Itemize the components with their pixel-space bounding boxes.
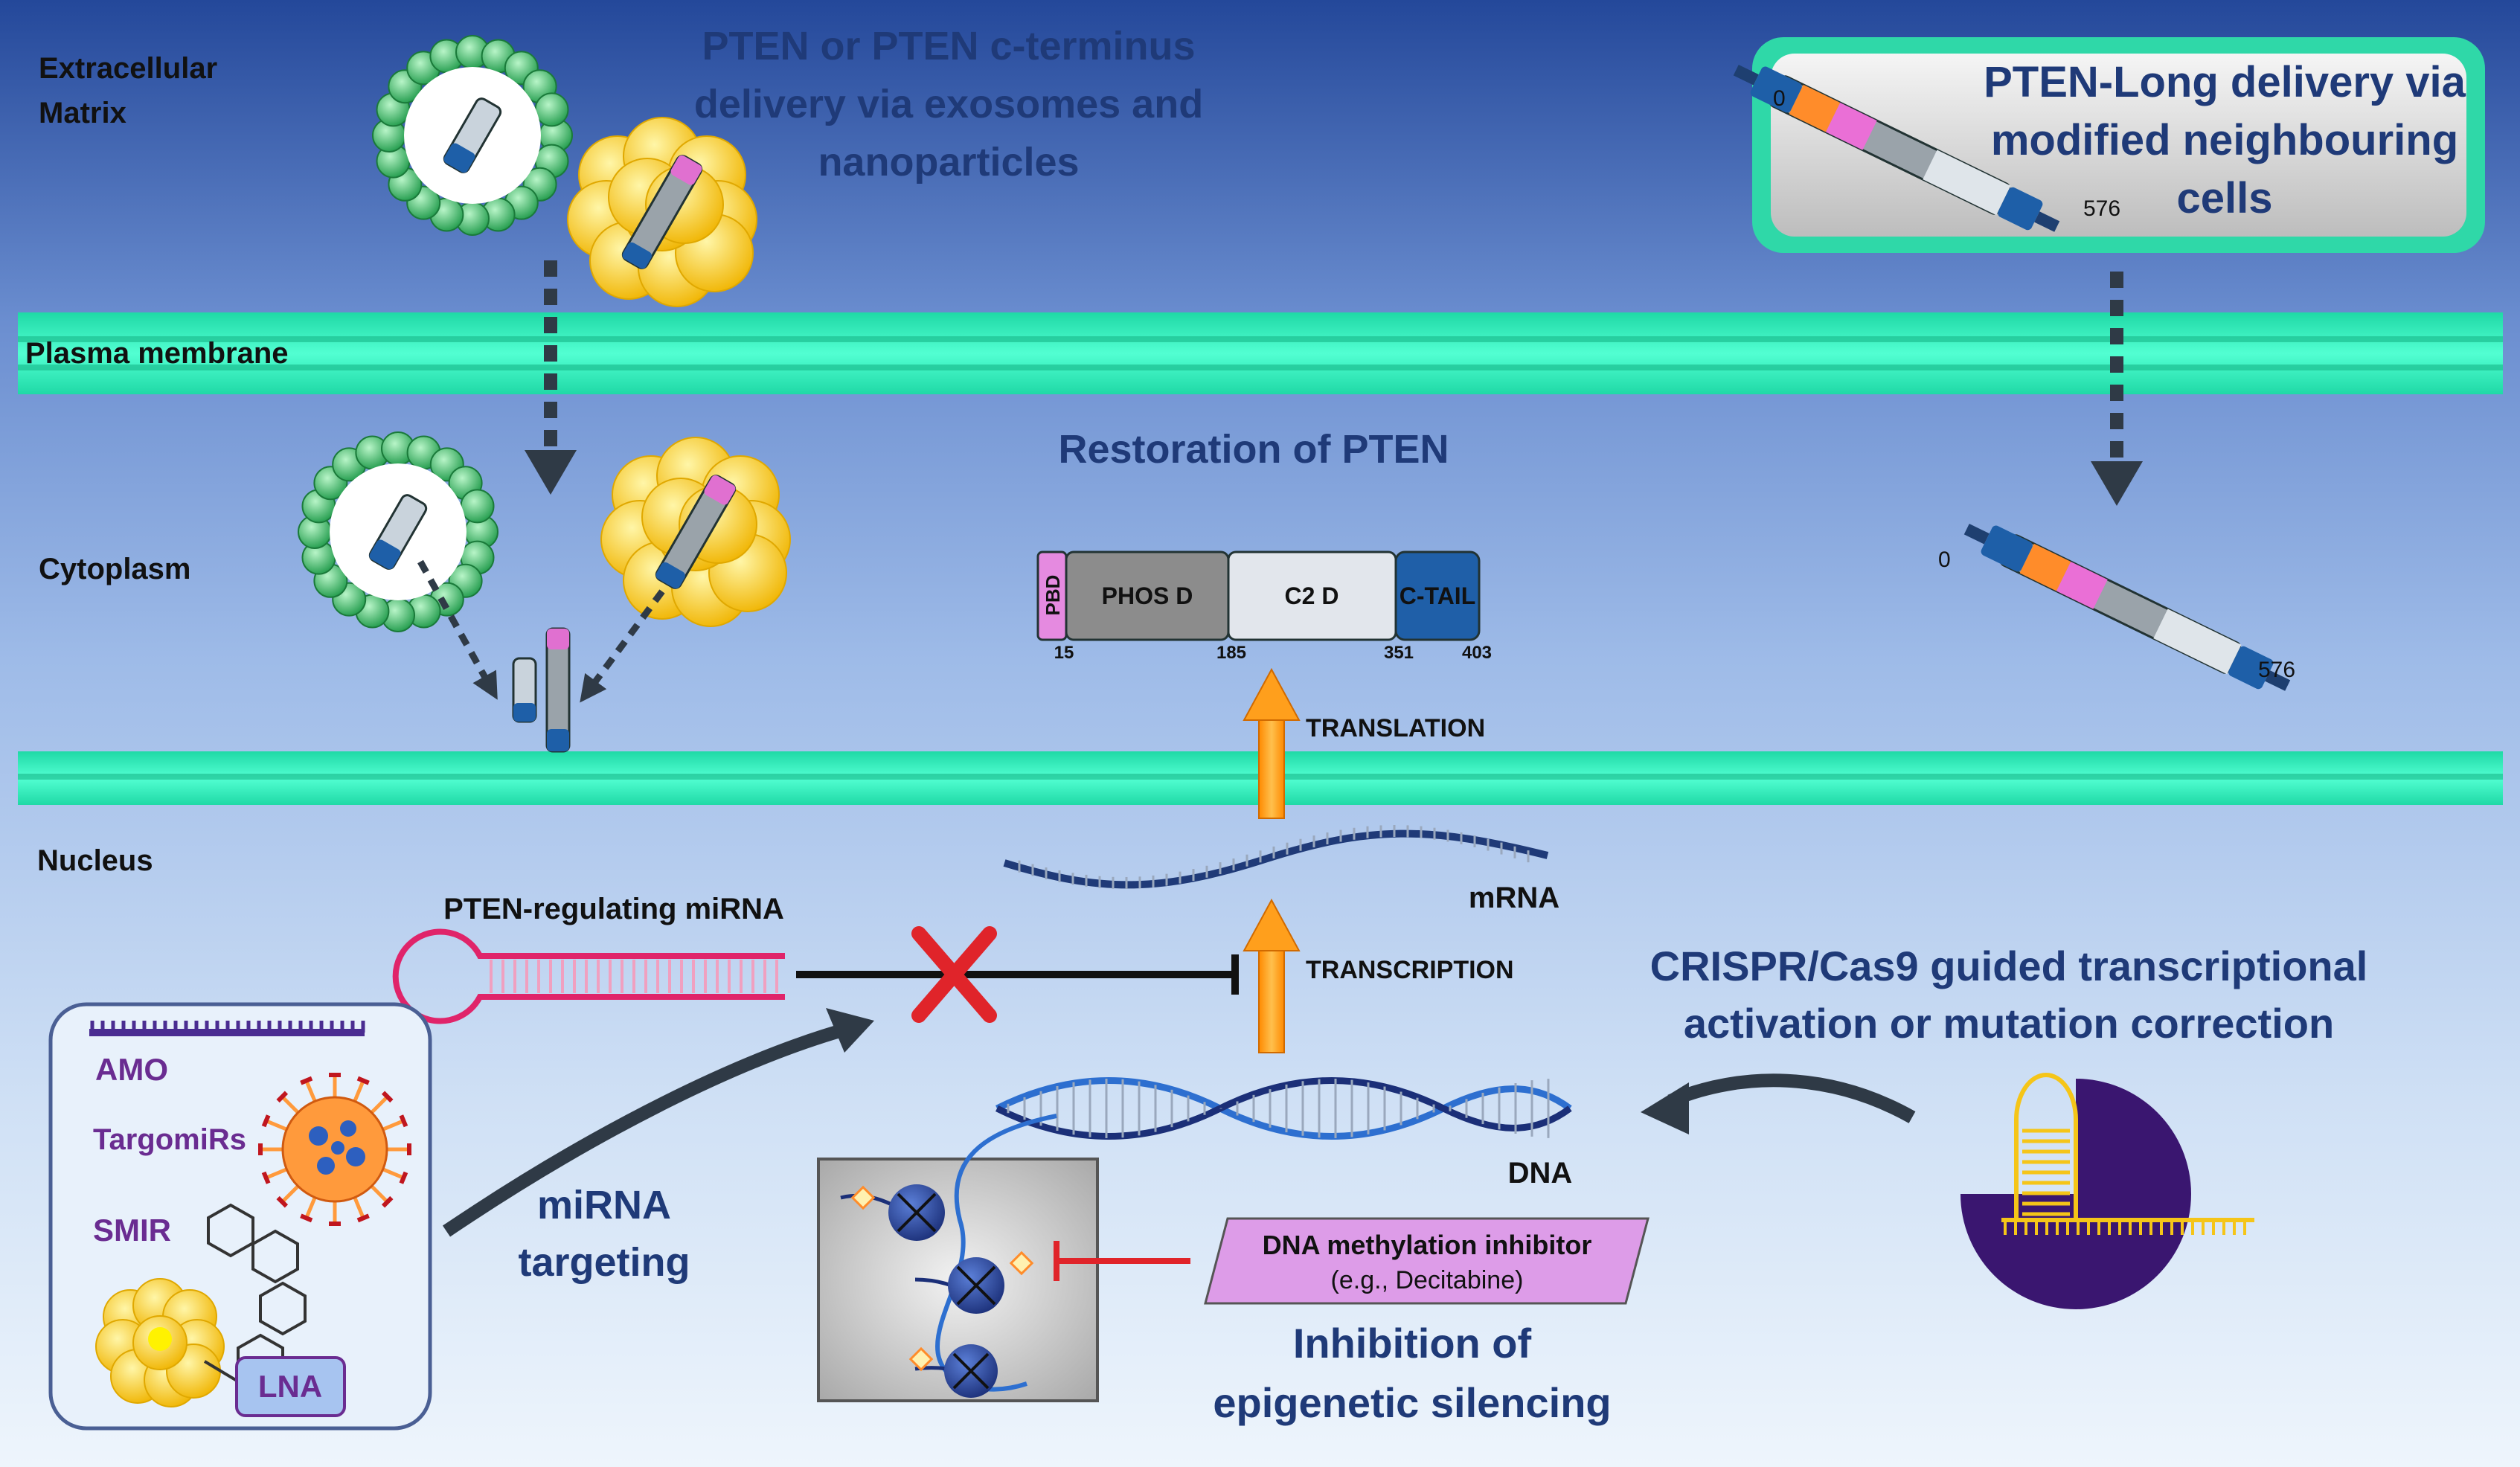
domain-ctail: C-TAIL — [1400, 582, 1475, 609]
position-403: 403 — [1462, 643, 1492, 663]
pten-long-title-1: PTEN-Long delivery via — [1984, 58, 2466, 106]
pten-long-protein-top — [1733, 64, 2060, 232]
plasma-membrane-label: Plasma membrane — [25, 337, 289, 370]
nanoparticle-top — [567, 117, 757, 307]
targomir-particle — [258, 1073, 411, 1226]
released-pten — [545, 627, 571, 753]
cytoplasm-label: Cytoplasm — [39, 553, 191, 585]
restoration-title: Restoration of PTEN — [1058, 427, 1449, 472]
dna-helix — [995, 1077, 1572, 1140]
domain-phos: PHOS D — [1102, 582, 1193, 609]
pten-long-end-cyto: 576 — [2258, 658, 2295, 682]
nucleosome-3 — [908, 1344, 998, 1398]
methylation-inhibitor-box: DNA methylation inhibitor (e.g., Decitab… — [1204, 1217, 1649, 1305]
nanoparticle-cytoplasm — [600, 437, 791, 627]
extracellular-label: Extracellular — [39, 52, 217, 85]
smir-molecule-icon — [207, 1203, 307, 1388]
methylation-inhibition — [1054, 1241, 1190, 1281]
smir-label: SMIR — [93, 1213, 171, 1248]
crispr-arrow — [1667, 1073, 1916, 1123]
domain-c2: C2 D — [1285, 582, 1339, 609]
exosome-cytoplasm — [298, 431, 498, 632]
nucleus-label: Nucleus — [37, 844, 153, 877]
exosome-entry-arrow — [525, 260, 577, 495]
exosome-delivery-title-2: delivery via exosomes and — [694, 82, 1203, 126]
mrna-strand — [1003, 825, 1549, 889]
chromatin-box — [817, 1114, 1099, 1402]
transcription-arrow — [1243, 898, 1301, 1053]
crispr-title-2: activation or mutation correction — [1684, 1000, 2334, 1047]
crispr-title-1: CRISPR/Cas9 guided transcriptional — [1650, 943, 2368, 989]
epigenetic-title-1: Inhibition of — [1293, 1320, 1532, 1367]
lna-nanoparticle — [95, 1278, 225, 1407]
mirna-inhibition — [796, 954, 1239, 995]
mirna-targeting-label-1: miRNA — [537, 1183, 671, 1227]
targomirs-label: TargomiRs — [93, 1123, 246, 1156]
mirna-label: PTEN-regulating miRNA — [443, 893, 784, 925]
block-x-icon — [911, 926, 997, 1023]
domain-pbd: PBD — [1042, 575, 1064, 616]
pten-long-protein-cytoplasm — [1963, 523, 2291, 691]
matrix-label: Matrix — [39, 97, 126, 129]
position-351: 351 — [1384, 643, 1414, 663]
inhibitor-example: (e.g., Decitabine) — [1331, 1266, 1524, 1294]
exosome-top — [372, 35, 573, 236]
exosome-delivery-title-1: PTEN or PTEN c-terminus — [702, 24, 1195, 68]
position-185: 185 — [1216, 643, 1246, 663]
mirna-targeting-arrow — [442, 1020, 858, 1237]
translation-label: TRANSLATION — [1306, 714, 1485, 742]
pten-long-delivery-box: 0 576 — [1733, 37, 2485, 253]
release-arrow-left — [417, 559, 498, 700]
released-pten-cterminus — [512, 657, 537, 723]
exosome-delivery-title-3: nanoparticles — [818, 140, 1079, 184]
transcription-label: TRANSCRIPTION — [1306, 956, 1514, 984]
nucleosome-2 — [948, 1251, 1034, 1314]
dna-label: DNA — [1508, 1157, 1573, 1190]
position-15: 15 — [1054, 643, 1074, 663]
pten-long-entry-arrow — [2091, 272, 2143, 506]
mrna-label: mRNA — [1469, 882, 1559, 914]
pten-long-end-top: 576 — [2083, 196, 2120, 221]
inhibitor-label: DNA methylation inhibitor — [1263, 1230, 1592, 1260]
cas9-complex-icon — [1960, 1073, 2254, 1309]
translation-arrow — [1243, 667, 1301, 819]
amo-label: AMO — [95, 1052, 168, 1087]
crispr-arrowhead — [1641, 1082, 1689, 1134]
pten-long-start-cyto: 0 — [1938, 548, 1951, 572]
pten-domain-map: PBD PHOS D C2 D C-TAIL 15 185 351 403 — [1036, 550, 1492, 663]
pten-long-start-top: 0 — [1773, 86, 1786, 111]
mirna-hairpin — [392, 928, 785, 1024]
pten-long-title-2: modified neighbouring — [1991, 116, 2458, 164]
mirna-therapeutics-box: AMO TargomiRs SMIR LNA — [48, 1002, 432, 1431]
lna-label: LNA — [258, 1369, 322, 1404]
epigenetic-title-2: epigenetic silencing — [1213, 1379, 1611, 1426]
lna-badge — [235, 1356, 346, 1417]
nucleosome-1 — [850, 1184, 945, 1241]
pten-long-title-3: cells — [2177, 174, 2273, 222]
plasma-membrane — [18, 312, 2503, 394]
mirna-targeting-arrowhead — [826, 1008, 874, 1053]
mirna-targeting-label-2: targeting — [518, 1240, 690, 1285]
release-arrow-right — [580, 589, 665, 703]
